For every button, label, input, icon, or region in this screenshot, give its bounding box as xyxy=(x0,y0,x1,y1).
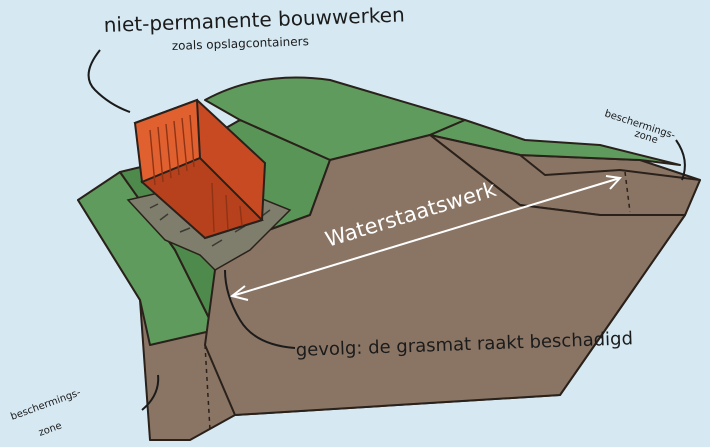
subtitle-label: zoals opslagcontainers xyxy=(172,34,309,53)
storage-container xyxy=(133,98,267,240)
zone-left-label-2: zone xyxy=(37,420,63,438)
zone-divider-left xyxy=(204,344,211,431)
title-pointer-line xyxy=(87,49,131,113)
zone-divider-right xyxy=(624,171,631,213)
front-soil-slope xyxy=(204,134,686,416)
title-label: niet-permanente bouwwerken xyxy=(103,3,405,37)
zone-left-pointer-line xyxy=(141,374,160,411)
consequence-pointer-line xyxy=(224,269,296,349)
zone-left-label-1: beschermings- xyxy=(9,387,82,423)
zone-right-pointer-line xyxy=(675,139,686,181)
dike-width-arrow xyxy=(229,175,623,301)
